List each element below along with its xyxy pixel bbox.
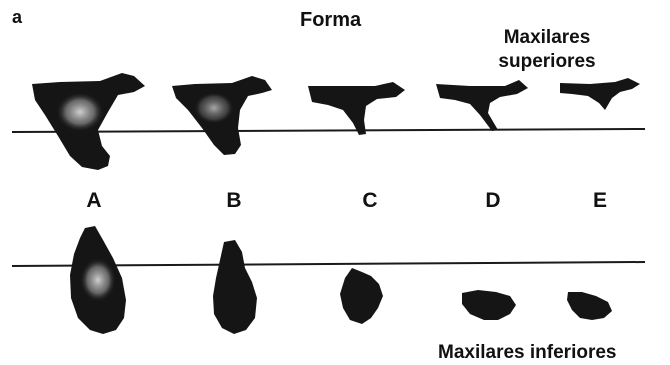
upper-shape-e [560,78,640,110]
panel-label: a [12,8,22,26]
category-label-d: D [478,190,508,211]
category-label-c: C [355,190,385,211]
category-label-a: A [79,190,109,211]
upper-jaw-label: Maxilares superiores [472,26,622,74]
upper-shape-d [436,80,528,131]
upper-shape-a [32,73,145,170]
upper-jaw-label-line1: Maxilares [472,26,622,50]
lower-shape-b [213,240,257,334]
lower-shape-c [340,268,383,324]
lower-shape-a [70,226,126,334]
category-label-b: B [219,190,249,211]
upper-reference-line [12,129,645,132]
figure-title: Forma [300,10,361,30]
lower-shape-d [462,290,516,320]
upper-shape-b [172,76,272,155]
category-label-e: E [585,190,615,211]
upper-shape-c [308,82,405,135]
lower-jaw-label: Maxilares inferiores [438,343,616,362]
upper-jaw-label-line2: superiores [472,50,622,74]
lower-shape-e [567,292,612,320]
